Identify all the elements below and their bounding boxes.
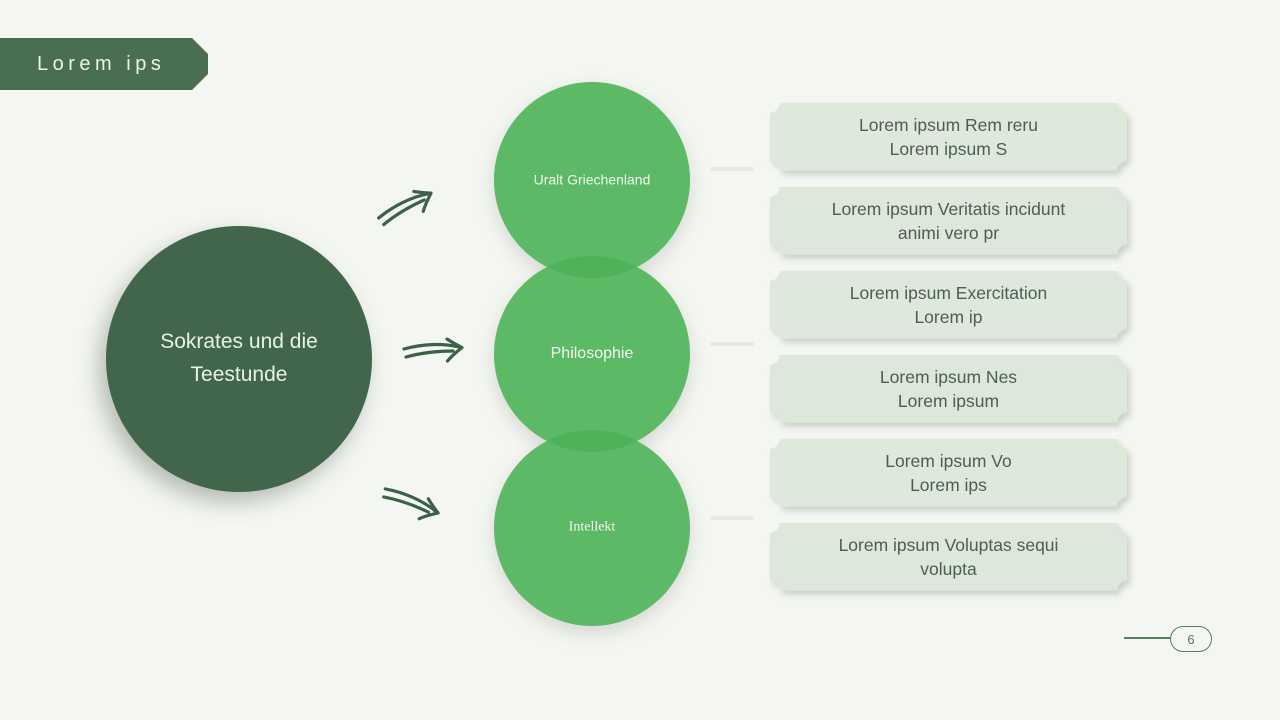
detail-box-shape: Lorem ipsum Voluptas sequi volupta xyxy=(770,523,1127,591)
page-number-badge[interactable]: 6 xyxy=(1170,626,1212,652)
category-circle-1[interactable] xyxy=(494,82,690,278)
category-circles-graphic xyxy=(494,82,690,626)
detail-box-shape: Lorem ipsum Vo Lorem ips xyxy=(770,439,1127,507)
arrow-up-right-icon xyxy=(377,189,433,227)
category-label-uralt-griechenland[interactable]: Uralt Griechenland xyxy=(533,171,651,188)
box-text-line: Lorem ipsum Nes xyxy=(879,367,1018,387)
main-topic-line: Teestunde xyxy=(190,363,288,386)
detail-box-6[interactable]: Lorem ipsum Voluptas sequi volupta xyxy=(770,523,1127,591)
detail-box-shape: Lorem ipsum Exercitation Lorem ip xyxy=(770,271,1127,339)
detail-box-4[interactable]: Lorem ipsum Nes Lorem ipsum xyxy=(770,355,1127,423)
box-text-line: Lorem ipsum Rem reru xyxy=(859,115,1038,135)
category-circle-3[interactable] xyxy=(494,430,690,626)
arrow-right-icon xyxy=(402,337,464,363)
category-circle-2[interactable] xyxy=(494,256,690,452)
main-topic-line: Sokrates und die xyxy=(160,330,318,354)
hand-drawn-arrow-icon xyxy=(373,476,448,537)
page-number-line xyxy=(1124,637,1171,639)
box-text-line: volupta xyxy=(920,559,977,579)
detail-box-1[interactable]: Lorem ipsum Rem reru Lorem ipsum S xyxy=(770,103,1127,171)
box-text-line: Lorem ipsum Voluptas sequi xyxy=(838,535,1059,555)
box-text-line: Lorem ipsum xyxy=(897,391,1000,411)
detail-box-5[interactable]: Lorem ipsum Vo Lorem ips xyxy=(770,439,1127,507)
title-badge-label: Lorem ips xyxy=(37,52,166,75)
detail-box-shape: Lorem ipsum Veritatis incidunt animi ver… xyxy=(770,187,1127,255)
box-text-line: Lorem ipsum Exercitation xyxy=(849,283,1048,303)
page-number: 6 xyxy=(1187,631,1195,647)
connector-dash xyxy=(710,342,754,346)
category-label-philosophie[interactable]: Philosophie xyxy=(550,345,634,363)
detail-box-shape: Lorem ipsum Nes Lorem ipsum xyxy=(770,355,1127,423)
box-text-line: Lorem ips xyxy=(910,475,987,495)
hand-drawn-arrow-icon xyxy=(402,336,468,372)
box-text-line: Lorem ipsum S xyxy=(889,139,1008,159)
category-label-intellekt[interactable]: Intellekt xyxy=(568,519,616,535)
box-text-line: animi vero pr xyxy=(897,223,1000,243)
main-topic-circle[interactable]: Sokrates und die Teestunde xyxy=(106,226,372,492)
detail-box-shape: Lorem ipsum Rem reru Lorem ipsum S xyxy=(770,103,1127,171)
arrow-down-right-icon xyxy=(382,487,440,521)
box-text-line: Lorem ip xyxy=(914,307,983,327)
detail-box-3[interactable]: Lorem ipsum Exercitation Lorem ip xyxy=(770,271,1127,339)
title-badge[interactable]: Lorem ips xyxy=(0,38,208,90)
connector-dash xyxy=(710,516,754,520)
connector-dash xyxy=(710,167,754,171)
detail-box-2[interactable]: Lorem ipsum Veritatis incidunt animi ver… xyxy=(770,187,1127,255)
box-text-line: Lorem ipsum Veritatis incidunt xyxy=(831,199,1066,219)
hand-drawn-arrow-icon xyxy=(372,180,447,240)
box-text-line: Lorem ipsum Vo xyxy=(885,451,1012,471)
